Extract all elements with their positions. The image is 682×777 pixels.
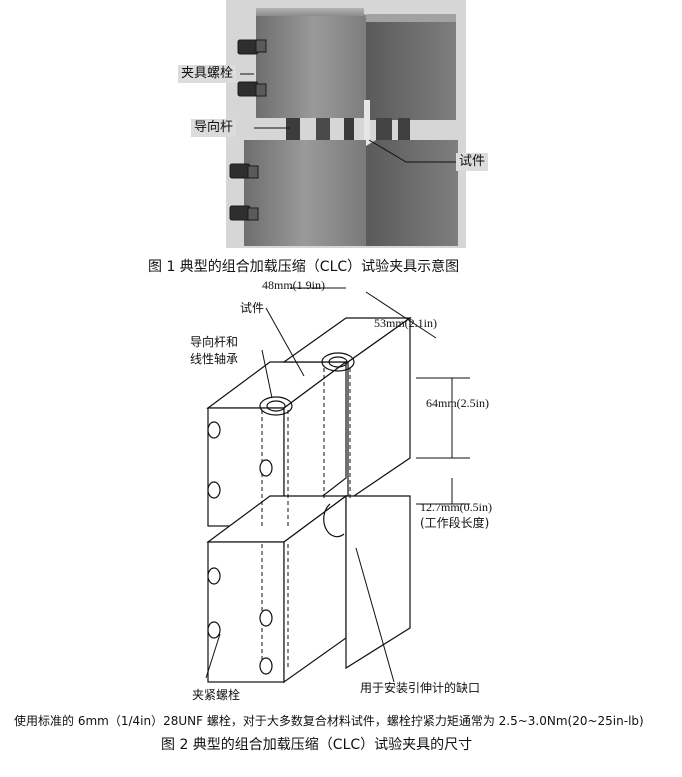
photo-leader-lines	[240, 73, 458, 163]
guide-rods	[286, 118, 410, 140]
label-guide-rod-line1: 导向杆和	[190, 335, 239, 349]
label-specimen-photo: 试件	[456, 153, 489, 171]
dim-gauge-value: 12.7mm(0.5in)	[420, 500, 492, 514]
dim-width: 48mm(1.9in)	[262, 278, 325, 292]
upper-right-block	[366, 14, 456, 120]
label-leaders	[205, 307, 395, 683]
label-clamp-bolt: 夹具螺栓	[178, 65, 237, 83]
dim-depth: 53mm(2.1in)	[374, 316, 437, 330]
dim-gauge-text: (工作段长度)	[420, 516, 490, 530]
bolt-torque-note: 使用标准的 6mm（1/4in）28UNF 螺栓，对于大多数复合材料试件，螺栓拧…	[14, 714, 644, 728]
lower-right-block	[366, 140, 458, 246]
label-guide-rod-line2: 线性轴承	[190, 352, 239, 366]
dim-height: 64mm(2.5in)	[426, 396, 489, 410]
figure2-caption: 图 2 典型的组合加载压缩（CLC）试验夹具的尺寸	[161, 737, 473, 753]
fixture-drawing	[205, 287, 470, 684]
upper-left-block	[256, 8, 372, 118]
specimen-strip	[364, 100, 370, 160]
dimension-lines	[290, 287, 470, 505]
label-guide-rod: 导向杆	[191, 119, 237, 137]
fixture-photo	[226, 0, 466, 248]
figure1-caption: 图 1 典型的组合加载压缩（CLC）试验夹具示意图	[148, 259, 460, 275]
bolts	[207, 421, 273, 675]
label-clamp-bolt-drawing: 夹紧螺栓	[192, 688, 241, 702]
label-extensometer-notch: 用于安装引伸计的缺口	[360, 681, 481, 695]
label-specimen-drawing: 试件	[240, 301, 265, 315]
drawing-outlines	[206, 316, 412, 684]
bolt-heads	[229, 39, 267, 221]
lower-left-block	[244, 140, 366, 246]
